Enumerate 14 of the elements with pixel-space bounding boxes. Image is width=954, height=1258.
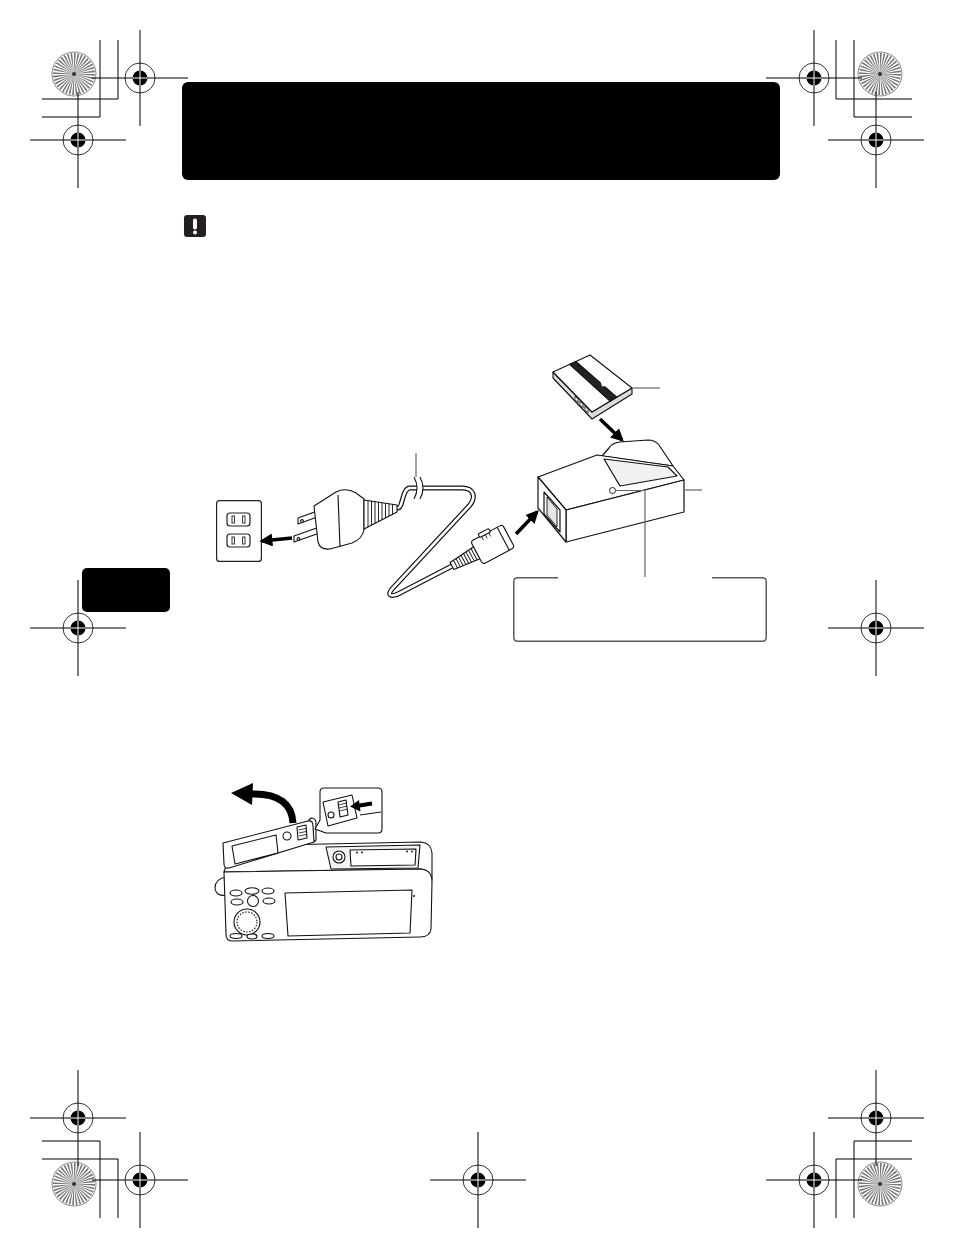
indicator-lamp [609,487,616,494]
section-tab [82,568,170,612]
leader-line [684,489,703,491]
leader-line [632,387,661,389]
arrow [514,510,539,536]
wall-outlet [216,500,262,562]
arrow [259,533,293,547]
battery [553,355,633,419]
power-cord [292,477,516,599]
arrow [598,417,624,442]
callout-frame [513,577,767,642]
leader-line [615,489,646,578]
leader-line [415,452,417,478]
header-bar [182,82,780,180]
